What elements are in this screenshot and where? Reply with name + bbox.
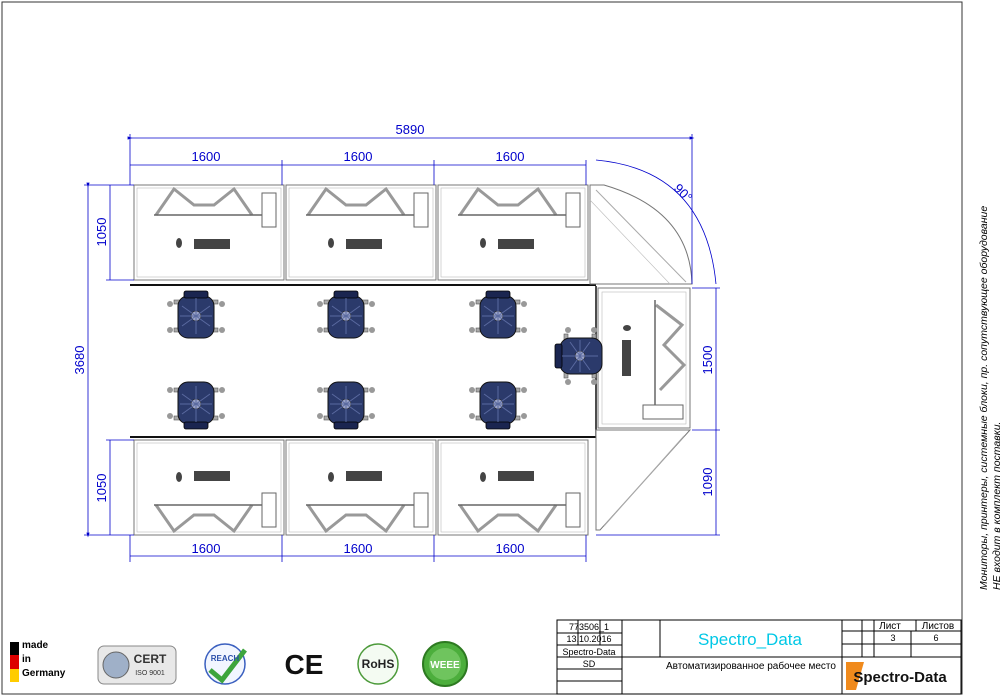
sheet-value: 3 bbox=[890, 633, 895, 643]
germany-label: Germany bbox=[22, 668, 66, 679]
in-label: in bbox=[22, 654, 31, 665]
dim-desk-bottom-2: 1600 bbox=[344, 541, 373, 556]
dim-side-segment: 1090 bbox=[700, 468, 715, 497]
dim-desk-depth-top: 1050 bbox=[94, 218, 109, 247]
title-block bbox=[556, 619, 962, 695]
rohs-label: RoHS bbox=[362, 657, 395, 671]
dim-desk-depth-bottom: 1050 bbox=[94, 474, 109, 503]
side-desk bbox=[595, 287, 692, 531]
sheets-label: Листов bbox=[922, 621, 955, 632]
cert-logo: CERT ISO 9001 bbox=[97, 645, 177, 685]
reach-label: REACH bbox=[211, 654, 240, 663]
cert-label: CERT bbox=[134, 652, 167, 666]
desk-top-2 bbox=[284, 183, 438, 282]
doc-date: 13.10.2016 bbox=[566, 634, 611, 644]
chair-bottom-3 bbox=[468, 381, 528, 430]
dim-side-height: 1500 bbox=[700, 346, 715, 375]
chair-bottom-1 bbox=[166, 381, 226, 430]
desk-top-1 bbox=[132, 183, 286, 282]
weee-label: WEEE bbox=[430, 660, 460, 671]
note-line-2: НЕ входит в комплект поставки. bbox=[991, 421, 1000, 590]
corner-desk bbox=[589, 184, 693, 285]
dim-desk-top-2: 1600 bbox=[344, 149, 373, 164]
reach-logo: REACH bbox=[204, 643, 247, 685]
desk-top-3 bbox=[436, 183, 590, 282]
chair-top-3 bbox=[468, 290, 528, 339]
chair-side bbox=[554, 326, 603, 386]
dim-desk-bottom-3: 1600 bbox=[496, 541, 525, 556]
project-name: Spectro_Data bbox=[698, 630, 802, 649]
logo-text: Spectro-Data bbox=[853, 669, 947, 686]
company-small: Spectro-Data bbox=[562, 647, 615, 657]
made-label: made bbox=[22, 640, 49, 651]
dim-desk-top-3: 1600 bbox=[496, 149, 525, 164]
doc-number: 773506_1 bbox=[569, 622, 609, 632]
germany-flag-icon bbox=[10, 642, 19, 682]
sheets-value: 6 bbox=[933, 633, 938, 643]
desk-bottom-3 bbox=[436, 438, 590, 537]
spectro-data-logo: Spectro-Data bbox=[846, 662, 947, 690]
doc-code: SD bbox=[583, 659, 596, 669]
rohs-logo: RoHS bbox=[357, 643, 399, 685]
weee-logo: WEEE bbox=[422, 641, 468, 687]
dim-total-width: 5890 bbox=[396, 122, 425, 137]
dim-desk-bottom-1: 1600 bbox=[192, 541, 221, 556]
dim-total-height: 3680 bbox=[72, 346, 87, 375]
chair-top-2 bbox=[316, 290, 376, 339]
cert-sub: ISO 9001 bbox=[135, 670, 165, 677]
chair-top-1 bbox=[166, 290, 226, 339]
chair-bottom-2 bbox=[316, 381, 376, 430]
ce-mark: CE bbox=[285, 649, 324, 680]
desk-bottom-2 bbox=[284, 438, 438, 537]
description: Автоматизированное рабочее место bbox=[666, 661, 836, 672]
note-line-1: Мониторы, принтеры, системные блоки, пр.… bbox=[978, 205, 990, 590]
dim-desk-top-1: 1600 bbox=[192, 149, 221, 164]
sheet-label: Лист bbox=[879, 621, 901, 632]
desk-bottom-1 bbox=[132, 438, 286, 537]
made-in-germany-logo: made in Germany bbox=[6, 640, 76, 688]
side-note: Мониторы, принтеры, системные блоки, пр.… bbox=[966, 200, 1000, 590]
